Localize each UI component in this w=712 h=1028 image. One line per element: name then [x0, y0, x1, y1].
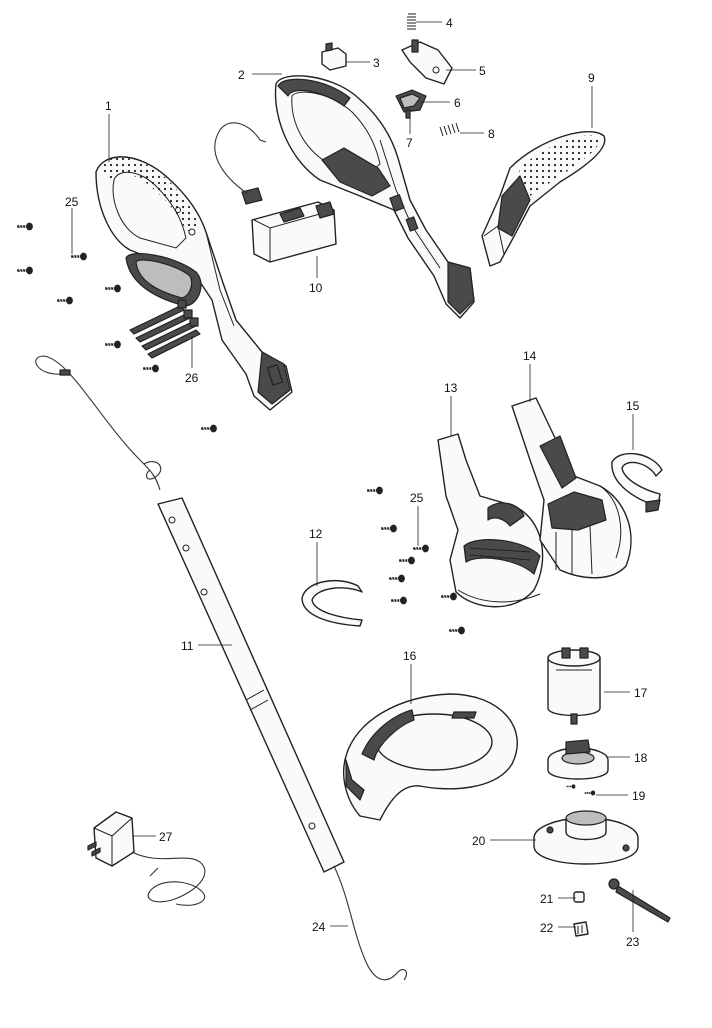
callout-19: 19	[632, 789, 646, 803]
callout-24: 24	[312, 920, 326, 934]
part-1-rear-handle	[95, 156, 293, 411]
callout-21: 21	[540, 892, 554, 906]
part-18-spool-housing	[547, 739, 609, 780]
part-9-grip-cover	[481, 131, 606, 267]
part-16-guard	[343, 693, 518, 821]
callout-20: 20	[472, 834, 486, 848]
leader-lines	[71, 21, 634, 932]
callout-15: 15	[626, 399, 640, 413]
part-21-nut	[573, 891, 585, 903]
part-13-motor-housing	[437, 433, 544, 608]
callout-1: 1	[105, 99, 112, 113]
callout-4: 4	[446, 16, 453, 30]
callout-11: 11	[181, 639, 194, 653]
callout-7: 7	[406, 136, 413, 150]
part-24-wire	[35, 355, 407, 981]
part-4-spring	[407, 13, 416, 30]
callout-18: 18	[634, 751, 648, 765]
callout-16: 16	[403, 649, 417, 663]
callout-6: 6	[454, 96, 461, 110]
part-12-clip	[301, 579, 363, 627]
callout-12: 12	[309, 527, 323, 541]
callout-22: 22	[540, 921, 554, 935]
callout-26: 26	[185, 371, 199, 385]
callout-9: 9	[588, 71, 595, 85]
part-7-pin	[405, 109, 411, 119]
callout-17: 17	[634, 686, 648, 700]
callout-8: 8	[488, 127, 495, 141]
part-15-clip	[611, 452, 663, 513]
part-22-cap	[573, 921, 589, 937]
callout-10: 10	[309, 281, 323, 295]
part-26-cable-ties	[129, 299, 201, 359]
callout-3: 3	[373, 56, 380, 70]
callout-23: 23	[626, 935, 640, 949]
part-2-front-handle	[274, 75, 475, 319]
callout-labels: 1 2 3 4 5 6 7 8 9 10 11 12 13 14 15 16 1…	[65, 16, 648, 949]
part-27-charger	[87, 811, 206, 906]
callout-25-lower: 25	[410, 491, 424, 505]
callout-5: 5	[479, 64, 486, 78]
part-19-screw	[566, 784, 596, 796]
part-6-button	[395, 89, 427, 113]
part-11-tube	[157, 497, 345, 873]
part-3-switch	[321, 42, 347, 71]
part-5-lever	[401, 39, 453, 85]
callout-25-upper: 25	[65, 195, 79, 209]
callout-2: 2	[238, 68, 245, 82]
callout-27: 27	[159, 830, 173, 844]
part-20-spool-cap	[533, 810, 639, 865]
part-17-motor	[547, 647, 601, 725]
part-8-spring	[439, 122, 460, 137]
part-23-spool-line	[608, 878, 671, 923]
callout-13: 13	[444, 381, 458, 395]
callout-14: 14	[523, 349, 537, 363]
part-14-motor-housing-half	[511, 397, 632, 579]
part-10-battery	[214, 122, 337, 263]
